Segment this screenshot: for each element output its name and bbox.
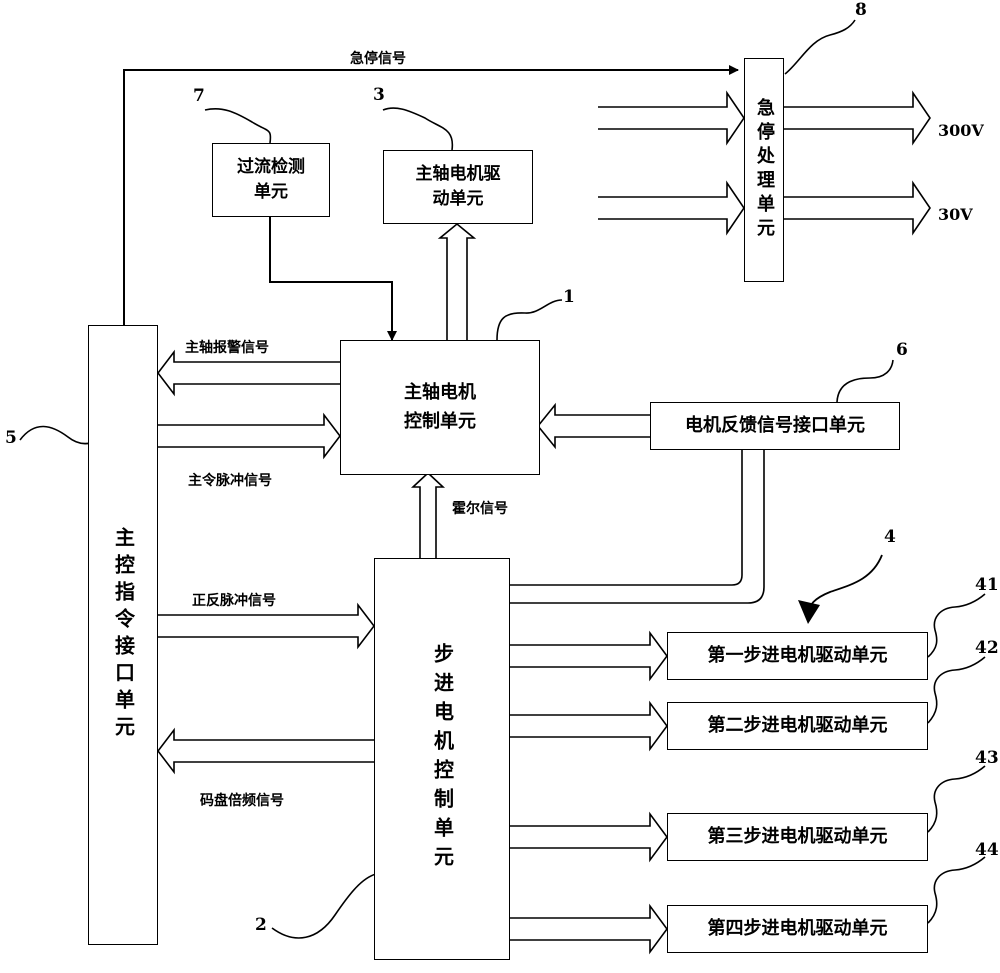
ref-leader-6 [837,360,893,402]
spindle-alarm-label: 主轴报警信号 [185,337,269,357]
to-drive-1-arrow [510,633,667,679]
overcurrent-line [270,217,392,340]
dir-pulse-label: 正反脉冲信号 [192,590,276,610]
ref-number-2: 2 [255,915,267,935]
spindle-drive-arrow [440,224,474,340]
ref-number-8: 8 [855,0,867,20]
stepper-motor-control-unit: 步进电机控制单元 [374,558,510,960]
ref-number-43: 43 [975,748,999,768]
ref-number-3: 3 [373,85,385,105]
ref-leader-8 [785,20,855,74]
estop-signal-label: 急停信号 [350,48,406,68]
output-arrow-30v [784,183,930,233]
ref-number-1: 1 [563,287,575,307]
input-arrow-1 [598,93,744,143]
hall-signal-label: 霍尔信号 [452,498,508,518]
ref-leader-43 [928,766,985,832]
overcurrent-detection-unit: 过流检测 单元 [212,143,330,217]
stepper-drive-unit-1: 第一步进电机驱动单元 [667,632,928,680]
ref-4-arrowhead [798,600,820,624]
to-drive-3-arrow [510,814,667,860]
ref-leader-3 [383,108,452,150]
dir-pulse-arrow [158,605,374,647]
ref-leader-44 [928,857,985,923]
spindle-motor-drive-unit: 主轴电机驱 动单元 [383,150,533,224]
hall-signal-arrow [413,473,443,558]
ref-leader-42 [928,657,985,723]
spindle-motor-control-unit: 主轴电机 控制单元 [340,340,540,475]
feedback-to-spindle-arrow [538,405,650,447]
to-drive-4-arrow [510,906,667,952]
ref-number-42: 42 [975,638,999,658]
main-control-interface-unit: 主控指令接口单元 [88,325,158,945]
stepper-drive-unit-2: 第二步进电机驱动单元 [667,702,928,750]
ref-number-4: 4 [884,527,896,547]
ref-leader-7 [205,109,270,143]
stepper-drive-unit-3: 第三步进电机驱动单元 [667,813,928,861]
encoder-signal-arrow [158,730,374,772]
ref-number-41: 41 [975,575,999,595]
estop-processing-unit: 急停处理单元 [744,58,784,282]
ref-number-7: 7 [193,86,205,106]
stepper-drive-unit-4: 第四步进电机驱动单元 [667,905,928,953]
motor-feedback-interface-unit: 电机反馈信号接口单元 [650,402,900,450]
ref-number-6: 6 [896,340,908,360]
ref-leader-1 [497,300,562,340]
ref-number-44: 44 [975,840,999,860]
input-arrow-2 [598,183,744,233]
ref-number-5: 5 [5,428,17,448]
voltage-30v-label: 30V [938,205,973,224]
encoder-signal-label: 码盘倍频信号 [200,790,284,810]
voltage-300v-label: 300V [938,121,984,140]
main-pulse-arrow [158,415,340,457]
output-arrow-300v [784,93,930,143]
ref-leader-2 [272,874,376,938]
main-pulse-label: 主令脉冲信号 [188,470,272,490]
to-drive-2-arrow [510,703,667,749]
spindle-alarm-arrow [158,352,340,394]
